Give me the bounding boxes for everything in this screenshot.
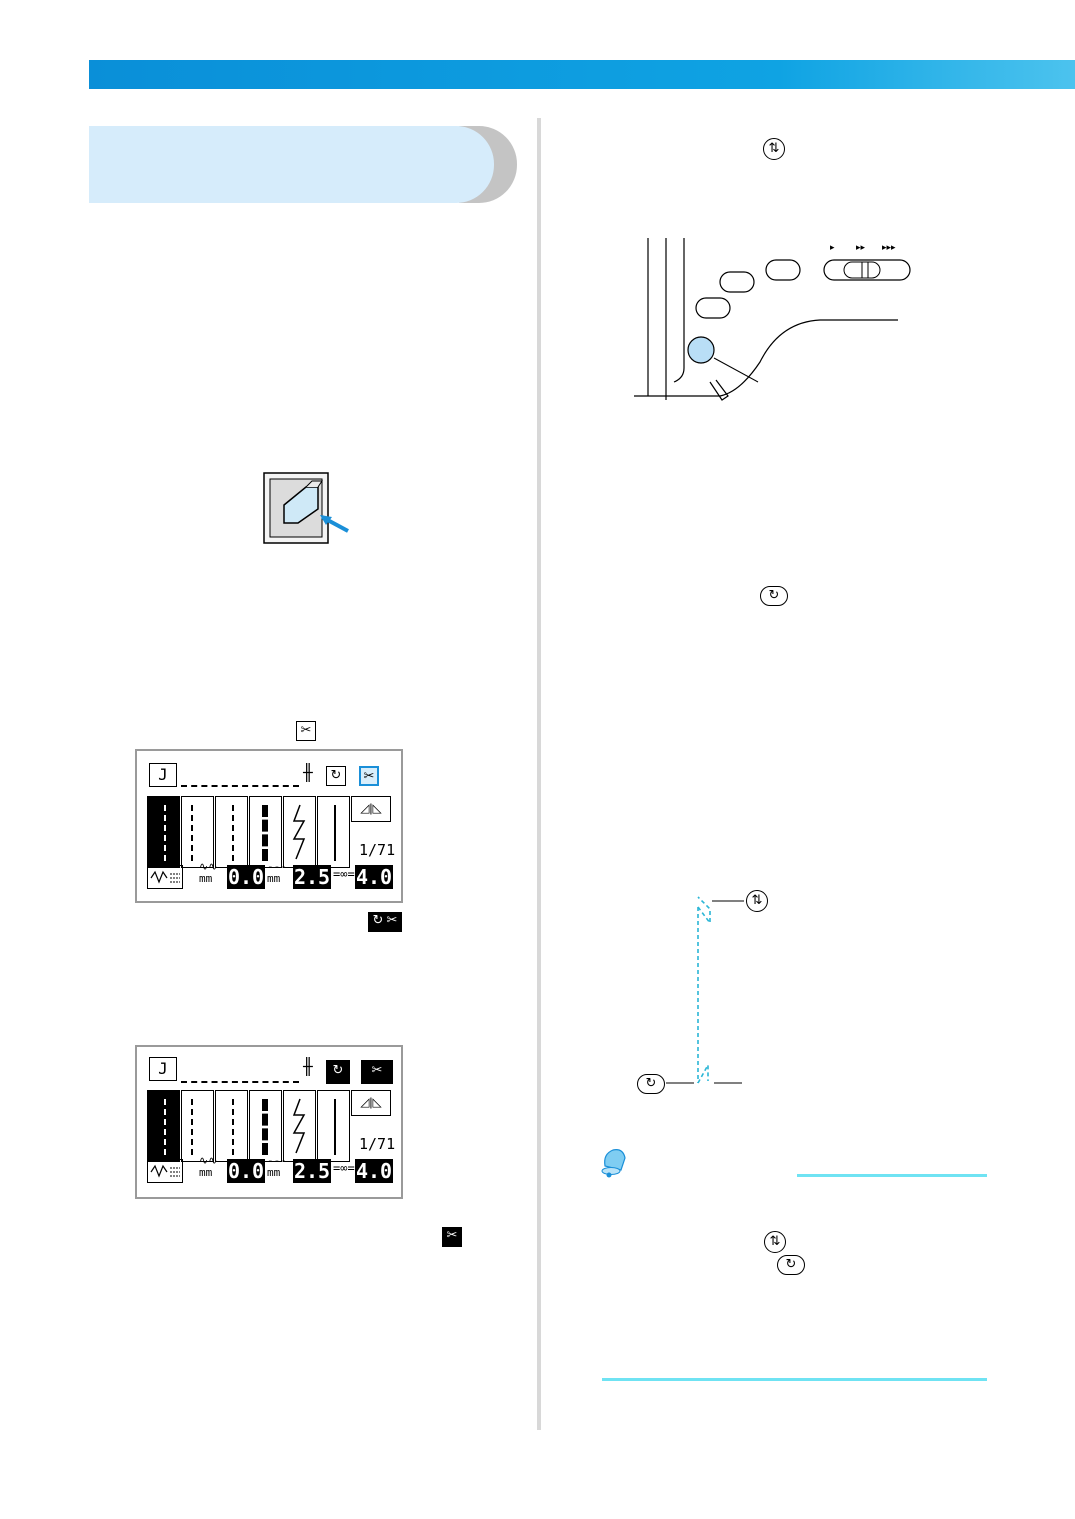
memo-bottom-line bbox=[602, 1378, 987, 1381]
header-bar bbox=[89, 60, 1075, 89]
tension-icon: =∞= bbox=[333, 867, 355, 881]
stitch-width-value: 0.0 bbox=[227, 1159, 265, 1183]
presser-foot-icon: J bbox=[149, 1057, 177, 1081]
needle-position-icon: ⇅ bbox=[763, 138, 785, 160]
stitch-tile-5 bbox=[283, 796, 316, 868]
speed-mark-medium: ▸▸ bbox=[856, 242, 866, 252]
reverse-stitch-icon: ↻ bbox=[326, 766, 346, 786]
stitch-path-diagram bbox=[630, 885, 780, 1100]
thread-cutter-icon: ✂ bbox=[361, 1060, 393, 1084]
tension-icon: =∞= bbox=[333, 1161, 355, 1175]
stitch-tile-6 bbox=[317, 1090, 350, 1162]
reverse-stitch-icon: ↻ bbox=[637, 1074, 665, 1094]
length-icon: ---mm bbox=[267, 1154, 287, 1179]
stitch-tile-3 bbox=[215, 796, 248, 868]
stitch-tile-5 bbox=[283, 1090, 316, 1162]
thread-cutter-icon: ✂ bbox=[296, 721, 316, 741]
thread-cutter-icon: ✂ bbox=[442, 1227, 462, 1247]
stitch-length-value: 2.5 bbox=[293, 865, 331, 889]
column-divider bbox=[537, 118, 541, 1430]
memo-top-line bbox=[797, 1174, 987, 1177]
lcd-display-1: J ╫ ↻ ✂ ◿|◺ 1/71 ∿∿mm 0.0 ---mm 2.5 =∞= … bbox=[135, 749, 403, 903]
stitch-tile-4 bbox=[249, 796, 282, 868]
stitch-tile-3 bbox=[215, 1090, 248, 1162]
bell-memo-icon bbox=[595, 1144, 631, 1180]
needle-position-icon: ⇅ bbox=[764, 1231, 786, 1253]
needle-position-icon: ⇅ bbox=[746, 890, 768, 912]
mirror-icon: ◿|◺ bbox=[351, 796, 391, 822]
machine-panel-illustration: ▸ ▸▸ ▸▸▸ bbox=[630, 232, 920, 412]
page-counter: 1/71 bbox=[359, 841, 396, 859]
presser-foot-icon: J bbox=[149, 763, 177, 787]
stitch-tile-1 bbox=[147, 1090, 180, 1162]
twin-needle-icon: ╫ bbox=[303, 1057, 313, 1076]
speed-mark-slow: ▸ bbox=[830, 242, 835, 252]
dashed-line bbox=[181, 1081, 299, 1083]
width-icon: ∿∿mm bbox=[199, 1154, 218, 1179]
stitch-tile-6 bbox=[317, 796, 350, 868]
speed-mark-fast: ▸▸▸ bbox=[882, 242, 896, 252]
thread-cutter-icon: ✂ bbox=[359, 766, 379, 786]
mirror-icon: ◿|◺ bbox=[351, 1090, 391, 1116]
reverse-stitch-icon: ↻ bbox=[326, 1060, 350, 1084]
stitch-length-value: 2.5 bbox=[293, 1159, 331, 1183]
twin-needle-icon: ╫ bbox=[303, 763, 313, 782]
stitch-tile-4 bbox=[249, 1090, 282, 1162]
stitch-settings-icon bbox=[147, 865, 183, 889]
tension-value: 4.0 bbox=[355, 865, 393, 889]
stitch-tile-2 bbox=[181, 796, 214, 868]
power-switch-illustration bbox=[262, 465, 362, 545]
stitch-tile-1 bbox=[147, 796, 180, 868]
width-icon: ∿∿mm bbox=[199, 860, 218, 885]
stitch-width-value: 0.0 bbox=[227, 865, 265, 889]
length-icon: ---mm bbox=[267, 860, 287, 885]
stitch-tile-2 bbox=[181, 1090, 214, 1162]
reverse-stitch-icon: ↻ bbox=[760, 586, 788, 606]
reverse-stitch-icon: ↻ bbox=[777, 1255, 805, 1275]
tension-value: 4.0 bbox=[355, 1159, 393, 1183]
section-heading-tab bbox=[89, 126, 517, 203]
lcd-display-2: J ╫ ↻ ✂ ◿|◺ 1/71 ∿∿mm 0.0 ---mm 2.5 =∞= … bbox=[135, 1045, 403, 1199]
stitch-settings-icon bbox=[147, 1159, 183, 1183]
dashed-line bbox=[181, 785, 299, 787]
page-counter: 1/71 bbox=[359, 1135, 396, 1153]
thread-cutter-icon: ✂ bbox=[382, 912, 402, 932]
